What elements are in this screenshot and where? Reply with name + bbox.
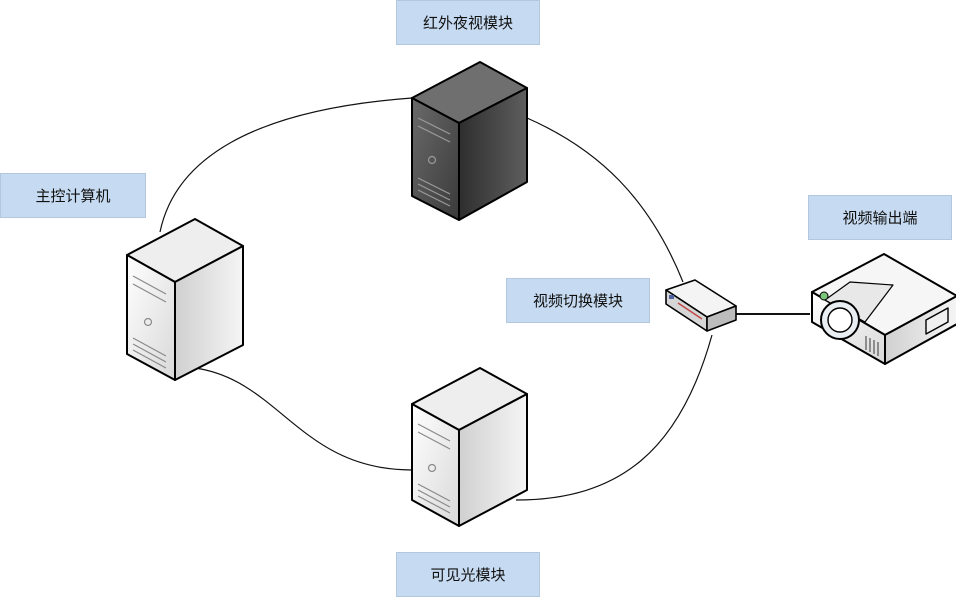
main-computer-server-icon [126, 218, 244, 381]
link-main-to-visible [194, 367, 413, 471]
video-switch-label: 视频切换模块 [506, 278, 650, 323]
link-infrared-to-switch [526, 117, 684, 283]
video-switch-icon [665, 279, 737, 332]
link-main-to-infrared [159, 97, 413, 233]
visible-light-server-icon [411, 367, 528, 527]
projector-icon [811, 253, 956, 365]
main-computer-label: 主控计算机 [0, 173, 146, 218]
video-output-label: 视频输出端 [808, 195, 952, 240]
link-visible-to-switch [515, 334, 713, 501]
infrared-module-label: 红外夜视模块 [396, 0, 540, 45]
visible-light-module-label: 可见光模块 [396, 552, 540, 597]
infrared-server-icon [411, 61, 528, 221]
